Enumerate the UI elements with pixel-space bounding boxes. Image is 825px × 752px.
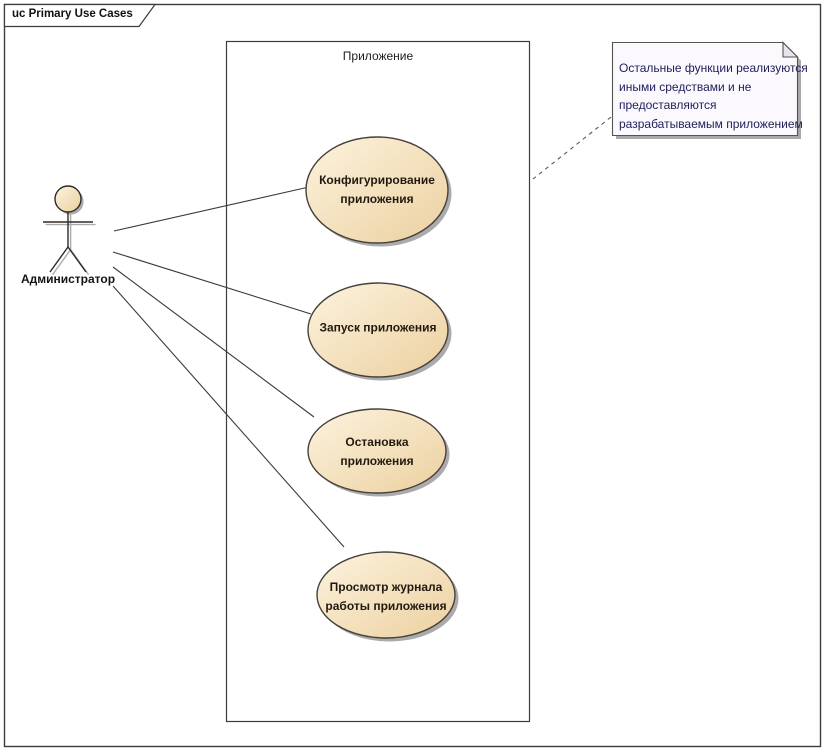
use-case-nodes bbox=[305, 136, 459, 642]
association-configure[interactable] bbox=[113, 186, 310, 232]
note[interactable] bbox=[611, 41, 802, 140]
actor-figure bbox=[43, 185, 93, 273]
diagram-frame-tab bbox=[3, 3, 157, 28]
note-connector[interactable] bbox=[532, 116, 612, 180]
diagram-frame bbox=[3, 3, 822, 748]
use-case-ellipse bbox=[316, 551, 456, 639]
use-case-ellipse bbox=[307, 282, 449, 378]
use-case-configure[interactable] bbox=[305, 136, 452, 247]
association-lines bbox=[112, 186, 345, 548]
use-case-stop-label: Остановка приложения bbox=[340, 435, 414, 468]
association-viewlog[interactable] bbox=[112, 285, 345, 548]
association-stop[interactable] bbox=[112, 266, 315, 418]
actor-label: Администратор bbox=[20, 272, 116, 286]
frame-title: uc Primary Use Cases bbox=[12, 8, 133, 20]
use-case-viewlog[interactable] bbox=[316, 551, 459, 642]
use-case-stop[interactable] bbox=[307, 408, 450, 497]
association-start[interactable] bbox=[112, 251, 312, 315]
note-body bbox=[611, 41, 799, 137]
use-case-configure-label: Конфигурирование приложения bbox=[319, 173, 435, 206]
use-case-start-label: Запуск приложения bbox=[319, 320, 437, 335]
use-case-start[interactable] bbox=[307, 282, 452, 381]
use-case-ellipse bbox=[307, 408, 447, 494]
note-text: Остальные функции реализуются иными сред… bbox=[619, 61, 808, 131]
use-case-viewlog-label: Просмотр журнала работы приложения bbox=[325, 580, 447, 613]
actor-administrator[interactable] bbox=[43, 185, 96, 276]
system-boundary-title: Приложение bbox=[342, 49, 414, 63]
note-fold-icon bbox=[782, 41, 799, 58]
use-case-ellipse bbox=[305, 136, 449, 244]
actor-head bbox=[54, 185, 82, 213]
